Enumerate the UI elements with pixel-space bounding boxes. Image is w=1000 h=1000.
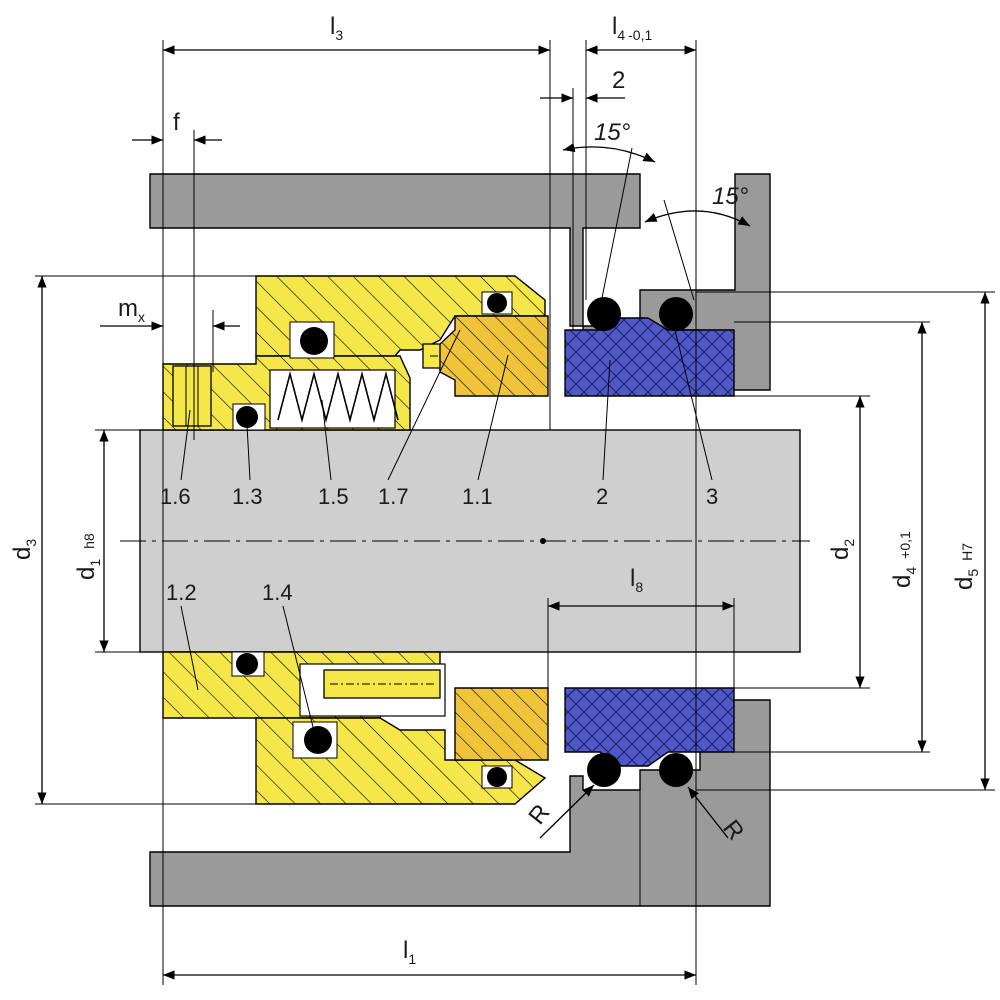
center-dot [540, 538, 546, 544]
rotating-unit-bottom [162, 651, 547, 805]
d1-label: d1h8 [73, 533, 103, 580]
l3-label: l3 [330, 13, 343, 43]
part-1-6-label: 1.6 [160, 484, 191, 509]
seal-face-1-1-bottom [454, 687, 549, 761]
oring-3-top-right [659, 297, 693, 331]
part-leaders [180, 317, 713, 736]
oring-1-4-top [300, 327, 328, 355]
two-label: 2 [612, 67, 625, 94]
oring-face-top [487, 293, 507, 313]
stationary-seat-2-bottom [564, 687, 735, 767]
oring-1-3-bottom [236, 653, 258, 675]
f-label: f [173, 109, 180, 136]
part-3-label: 3 [706, 484, 718, 509]
l8-label: l8 [630, 565, 643, 595]
angle-top-label: 15° [594, 119, 631, 146]
part-1-7-label: 1.7 [378, 484, 409, 509]
oring-1-3-top [236, 406, 258, 428]
part-2-label: 2 [596, 484, 608, 509]
spring [277, 370, 399, 424]
part-number-labels: 1.6 1.3 1.5 1.7 1.1 2 3 1.2 1.4 [160, 484, 718, 605]
oring-3-bottom-left [587, 753, 621, 787]
d3-label: d3 [9, 539, 39, 560]
angle-right-label: 15° [712, 183, 749, 210]
l1-label: l1 [403, 937, 416, 967]
oring-1-4-bottom [304, 726, 332, 754]
mx-label: mx [118, 295, 145, 325]
rotating-unit-top [162, 275, 546, 431]
dimension-lines [35, 40, 995, 985]
part-1-2-label: 1.2 [166, 580, 197, 605]
d2-label: d2 [827, 539, 857, 560]
set-screw [172, 365, 212, 427]
part-1-4-label: 1.4 [262, 580, 293, 605]
d5-label: d5H7 [951, 543, 981, 590]
oring-3-bottom-right [659, 753, 693, 787]
d4-label: d4+0,1 [889, 531, 919, 588]
oring-face-bottom [487, 767, 507, 787]
oring-3-top-left [587, 297, 621, 331]
l4-label: l4-0,1 [612, 13, 652, 43]
part-1-5-label: 1.5 [318, 484, 349, 509]
stationary-seat-2-top [564, 317, 735, 397]
part-1-1-label: 1.1 [462, 484, 493, 509]
radius-left-label: R [523, 799, 555, 829]
part-1-3-label: 1.3 [232, 484, 263, 509]
seal-face-1-1-top [439, 315, 549, 397]
